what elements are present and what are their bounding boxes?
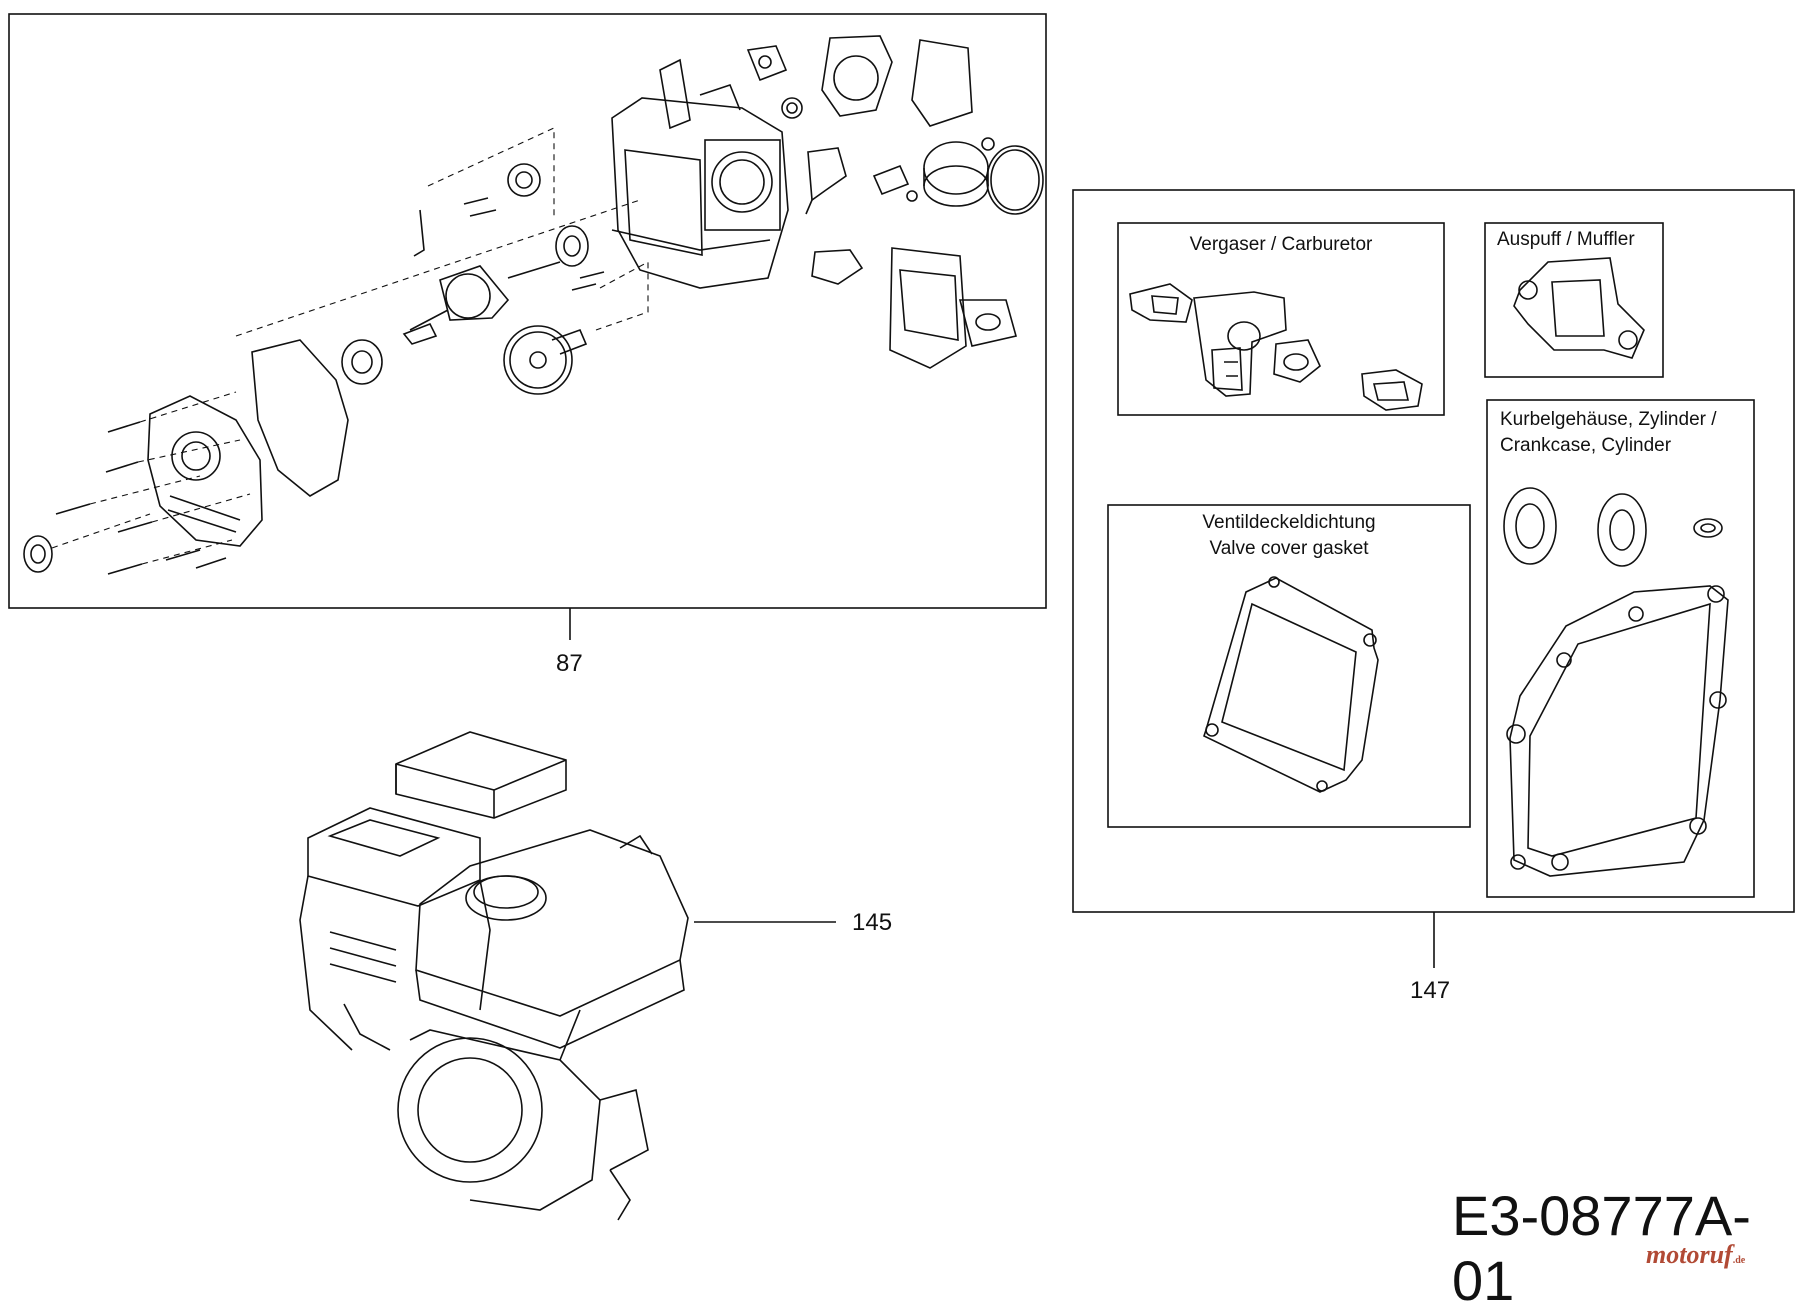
- parts-diagram: [8, 13, 1795, 1221]
- crankcase-kit-label-line1: Kurbelgehäuse, Zylinder /: [1500, 409, 1717, 430]
- drawing-code: E3-08777A-01: [1452, 1184, 1751, 1312]
- watermark-logo: motoruf.de: [1646, 1240, 1745, 1270]
- item-number-147[interactable]: 147: [1410, 977, 1451, 1004]
- muffler-gasket-box[interactable]: [1484, 222, 1664, 378]
- item-number-145[interactable]: 145: [852, 909, 893, 936]
- item-number-87[interactable]: 87: [556, 650, 583, 677]
- exploded-engine-drawing: [23, 35, 1044, 575]
- watermark-suffix: .de: [1732, 1255, 1746, 1266]
- crankcase-kit-label-line2: Crankcase, Cylinder: [1500, 435, 1672, 456]
- engine-drawing: [299, 731, 689, 1221]
- assembly-lines: [51, 127, 649, 565]
- valve-cover-kit-label-line1: Ventildeckeldichtung: [1202, 512, 1376, 533]
- carburetor-gasket-box[interactable]: [1117, 222, 1445, 416]
- carburetor-kit-label: Vergaser / Carburetor: [1189, 234, 1373, 255]
- box-87[interactable]: [8, 13, 1047, 609]
- muffler-kit-label: Auspuff / Muffler: [1497, 229, 1635, 250]
- valve-cover-gasket-drawing: [1203, 576, 1379, 793]
- valve-cover-kit-label-line2: Valve cover gasket: [1209, 538, 1369, 559]
- muffler-gasket-drawing: [1513, 257, 1645, 359]
- crankcase-gaskets-drawing: [1503, 487, 1729, 877]
- watermark-text: motoruf: [1646, 1240, 1733, 1269]
- crankcase-gasket-box[interactable]: [1486, 399, 1755, 898]
- carburetor-gaskets-drawing: [1129, 283, 1423, 411]
- valve-cover-gasket-box[interactable]: [1107, 504, 1471, 828]
